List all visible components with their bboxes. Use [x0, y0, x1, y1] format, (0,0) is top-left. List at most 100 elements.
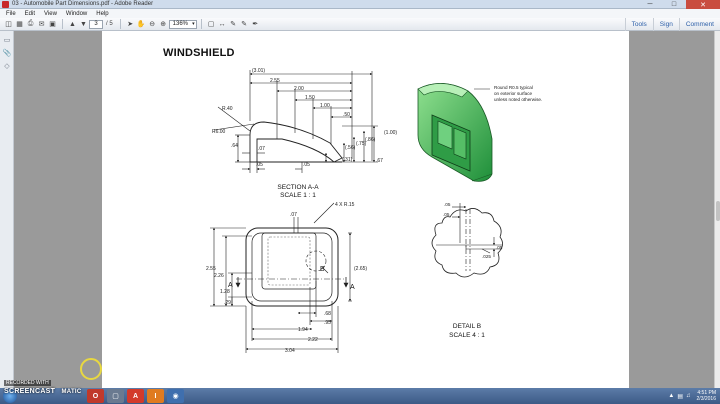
- toolbar-separator: [62, 19, 63, 29]
- engineering-drawing: (3.01) 2.55 2.00 1.50 1.00 .50 R.40 R6.0…: [206, 68, 542, 354]
- attachments-icon[interactable]: 📎: [2, 50, 12, 57]
- dim-1-00-paren: (1.00): [384, 130, 397, 136]
- dim-2-55-vertical: 2.55: [206, 266, 216, 272]
- page-title: WINDSHIELD: [163, 47, 235, 59]
- pdf-page: WINDSHIELD: [102, 31, 629, 388]
- recording-watermark: RECORDED WITH: [4, 380, 51, 386]
- start-button[interactable]: [3, 389, 17, 403]
- section-a-a-dimensions: (3.01) 2.55 2.00 1.50 1.00 .50 R.40 R6.0…: [212, 68, 397, 168]
- section-label-a-left: A: [228, 282, 233, 289]
- outlook-taskbar-icon[interactable]: O: [87, 389, 104, 403]
- tray-arrow-icon[interactable]: ▲: [668, 393, 675, 399]
- dim-3-01: (3.01): [252, 68, 265, 74]
- close-button[interactable]: ✕: [686, 0, 720, 9]
- menu-view[interactable]: View: [44, 10, 57, 17]
- section-a-a-caption: SECTION A-A SCALE 1 : 1: [277, 184, 319, 199]
- volume-icon[interactable]: ♫: [686, 393, 691, 399]
- screencast-brand: SCREENCAST MATIC: [4, 388, 82, 395]
- layers-icon[interactable]: ◇: [4, 63, 10, 70]
- clock-date: 2/3/2016: [696, 396, 716, 402]
- dim-0-05-left: .05: [256, 162, 263, 168]
- fit-width-icon[interactable]: ↔: [218, 20, 226, 28]
- minimize-button[interactable]: ─: [647, 1, 653, 8]
- vertical-scrollbar[interactable]: [714, 31, 720, 388]
- front-view: [210, 202, 352, 353]
- zoom-value: 136%: [172, 21, 189, 27]
- zoom-select[interactable]: 136% ▾: [168, 19, 197, 29]
- dim-0-75: (.75): [356, 141, 367, 147]
- screencast-brand-suffix: MATIC: [61, 389, 82, 395]
- comment-icon[interactable]: ✎: [230, 21, 237, 28]
- explorer-taskbar-icon[interactable]: ▢: [107, 389, 124, 403]
- dim-2-22: 2.22: [308, 337, 318, 343]
- detail-label-b: B: [320, 266, 325, 273]
- menu-edit[interactable]: Edit: [24, 10, 36, 17]
- screencast-brand-name: SCREENCAST: [4, 388, 56, 395]
- dim-0-50: .50: [343, 112, 350, 118]
- radius-0-40: R.40: [222, 106, 233, 112]
- tools-link[interactable]: Tools: [624, 18, 653, 31]
- maximize-button[interactable]: □: [671, 1, 677, 8]
- section-label-a-right: A: [350, 284, 355, 291]
- dim-0-67: .67: [376, 158, 383, 164]
- navigation-panel: ▭ 📎 ◇: [0, 31, 14, 388]
- dim-0-86: (.86): [365, 137, 376, 143]
- dim-2-00: 2.00: [294, 86, 304, 92]
- section-a-a-view: [213, 70, 378, 173]
- note-line-1: Round R0.5 typical: [494, 85, 533, 90]
- prev-page-icon[interactable]: ▲: [69, 20, 76, 28]
- scrollbar-thumb[interactable]: [716, 201, 720, 221]
- dim-2-26: 2.26: [214, 273, 224, 279]
- dim-1-00: 1.00: [320, 103, 330, 109]
- hand-tool-icon[interactable]: ✋: [136, 21, 146, 28]
- menu-window[interactable]: Window: [65, 10, 88, 17]
- dim-1-94: 1.94: [298, 327, 308, 333]
- toolbar-separator: [119, 19, 121, 29]
- dim-0-29: .29: [224, 300, 231, 306]
- detail-dim-0-05-a: .05: [444, 202, 451, 207]
- zoom-in-icon[interactable]: ⊕: [160, 21, 167, 28]
- front-view-dimensions: .07 4 X R.15 2.55 2.26 1.28 .29 (2.65) .…: [206, 202, 367, 354]
- note-line-3: unless noted otherwise.: [494, 97, 542, 102]
- chevron-down-icon: ▾: [192, 21, 195, 27]
- select-cursor-icon[interactable]: ➤: [127, 21, 134, 28]
- screencast-taskbar-icon[interactable]: ◉: [167, 389, 184, 403]
- menu-file[interactable]: File: [6, 10, 16, 17]
- document-area[interactable]: WINDSHIELD: [14, 31, 714, 388]
- save-icon[interactable]: ▣: [49, 21, 56, 28]
- front-view-labels: A A B: [228, 266, 355, 291]
- page-thumbnails-icon[interactable]: ▭: [3, 37, 11, 44]
- highlight-icon[interactable]: ✎: [241, 21, 248, 28]
- create-pdf-icon[interactable]: ▦: [16, 21, 23, 28]
- radius-4x-0-15: 4 X R.15: [335, 202, 355, 208]
- recorded-with-label: RECORDED WITH: [4, 380, 51, 386]
- zoom-out-icon[interactable]: ⊖: [149, 21, 156, 28]
- detail-b-scale: SCALE 4 : 1: [449, 332, 485, 339]
- next-page-icon[interactable]: ▼: [80, 20, 87, 28]
- page-number-input[interactable]: 3: [89, 19, 103, 29]
- network-icon[interactable]: ▤: [677, 393, 684, 400]
- section-a-a-scale: SCALE 1 : 1: [280, 192, 316, 199]
- detail-b-caption: DETAIL B SCALE 4 : 1: [449, 323, 485, 339]
- radius-6-00: R6.00: [212, 129, 226, 135]
- email-icon[interactable]: ✉: [38, 21, 45, 28]
- detail-b-view: [431, 203, 503, 278]
- menu-help[interactable]: Help: [96, 10, 109, 17]
- detail-b-dimensions: .05 .05 .05 .025: [443, 202, 503, 259]
- print-icon[interactable]: ⎙: [27, 20, 34, 27]
- open-icon[interactable]: ◫: [5, 21, 12, 28]
- adobe-reader-icon: [2, 0, 9, 8]
- sign-link[interactable]: Sign: [652, 18, 679, 31]
- dim-0-07-top: .07: [290, 212, 297, 218]
- comment-link[interactable]: Comment: [678, 18, 720, 31]
- inventor-taskbar-icon[interactable]: I: [147, 389, 164, 403]
- fit-page-icon[interactable]: ▢: [207, 21, 215, 28]
- page-count: / 5: [106, 21, 113, 27]
- dim-0-64: .64: [231, 143, 238, 149]
- taskbar: O ▢ A I ◉ ▲ ▤ ♫ 4:51 PM 2/3/2016: [0, 388, 720, 404]
- note-line-2: on exterior surface: [494, 91, 532, 96]
- sign-icon[interactable]: ✒: [252, 21, 259, 28]
- acrobat-taskbar-icon[interactable]: A: [127, 389, 144, 403]
- clock[interactable]: 4:51 PM 2/3/2016: [697, 390, 716, 402]
- detail-dim-0-025: .025: [482, 254, 491, 259]
